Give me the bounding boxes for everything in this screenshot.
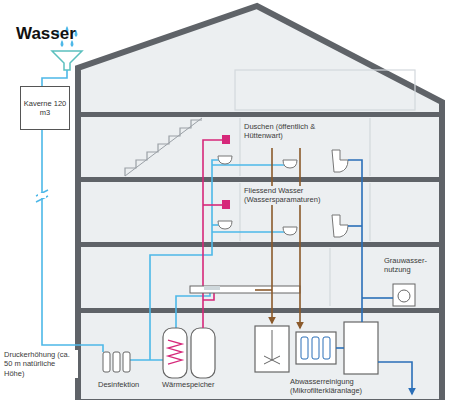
node-label: Kaverne 120 m3 — [21, 99, 69, 118]
hot-water-pipe — [203, 140, 222, 328]
diagram-title: Wasser — [16, 24, 76, 44]
washing-machine — [393, 284, 415, 306]
heating-coil — [168, 340, 182, 364]
kitchen-counter — [190, 286, 300, 293]
waste-water-pipe — [255, 148, 300, 328]
line-break-mark — [36, 190, 48, 202]
equipment-label: Druckerhöhung (ca. 50 m natürliche Höhe) — [2, 350, 78, 378]
mixer — [264, 330, 280, 364]
treatment-tank — [255, 322, 378, 374]
floor-slabs — [78, 112, 442, 313]
fresh-water-pipe — [42, 70, 285, 360]
staircase — [125, 118, 202, 176]
usage-label: Grauwasser- nutzung — [382, 256, 434, 275]
building-shell — [78, 6, 442, 400]
room-label: Duschen (öffentlich & Hüttenwart) — [242, 122, 354, 141]
disinfection-unit — [103, 352, 130, 372]
heat-storage-tank — [163, 328, 215, 378]
room-label: Fliessend Wasser (Wassersparamaturen) — [242, 186, 354, 205]
kitchen-sink — [204, 286, 220, 290]
rain-funnel — [52, 51, 82, 70]
washing-machine — [398, 290, 410, 302]
equipment-label: Abwasserreinigung (Mikrofilterkläranlage… — [288, 377, 392, 396]
equipment-label: Desinfektion — [96, 380, 141, 389]
equipment-label: Wärmespeicher — [160, 380, 217, 389]
shower-head — [222, 135, 230, 209]
line-break-gap — [38, 193, 46, 198]
membrane-filter — [301, 337, 330, 359]
storage-box: Kaverne 120 m3 — [20, 86, 70, 130]
